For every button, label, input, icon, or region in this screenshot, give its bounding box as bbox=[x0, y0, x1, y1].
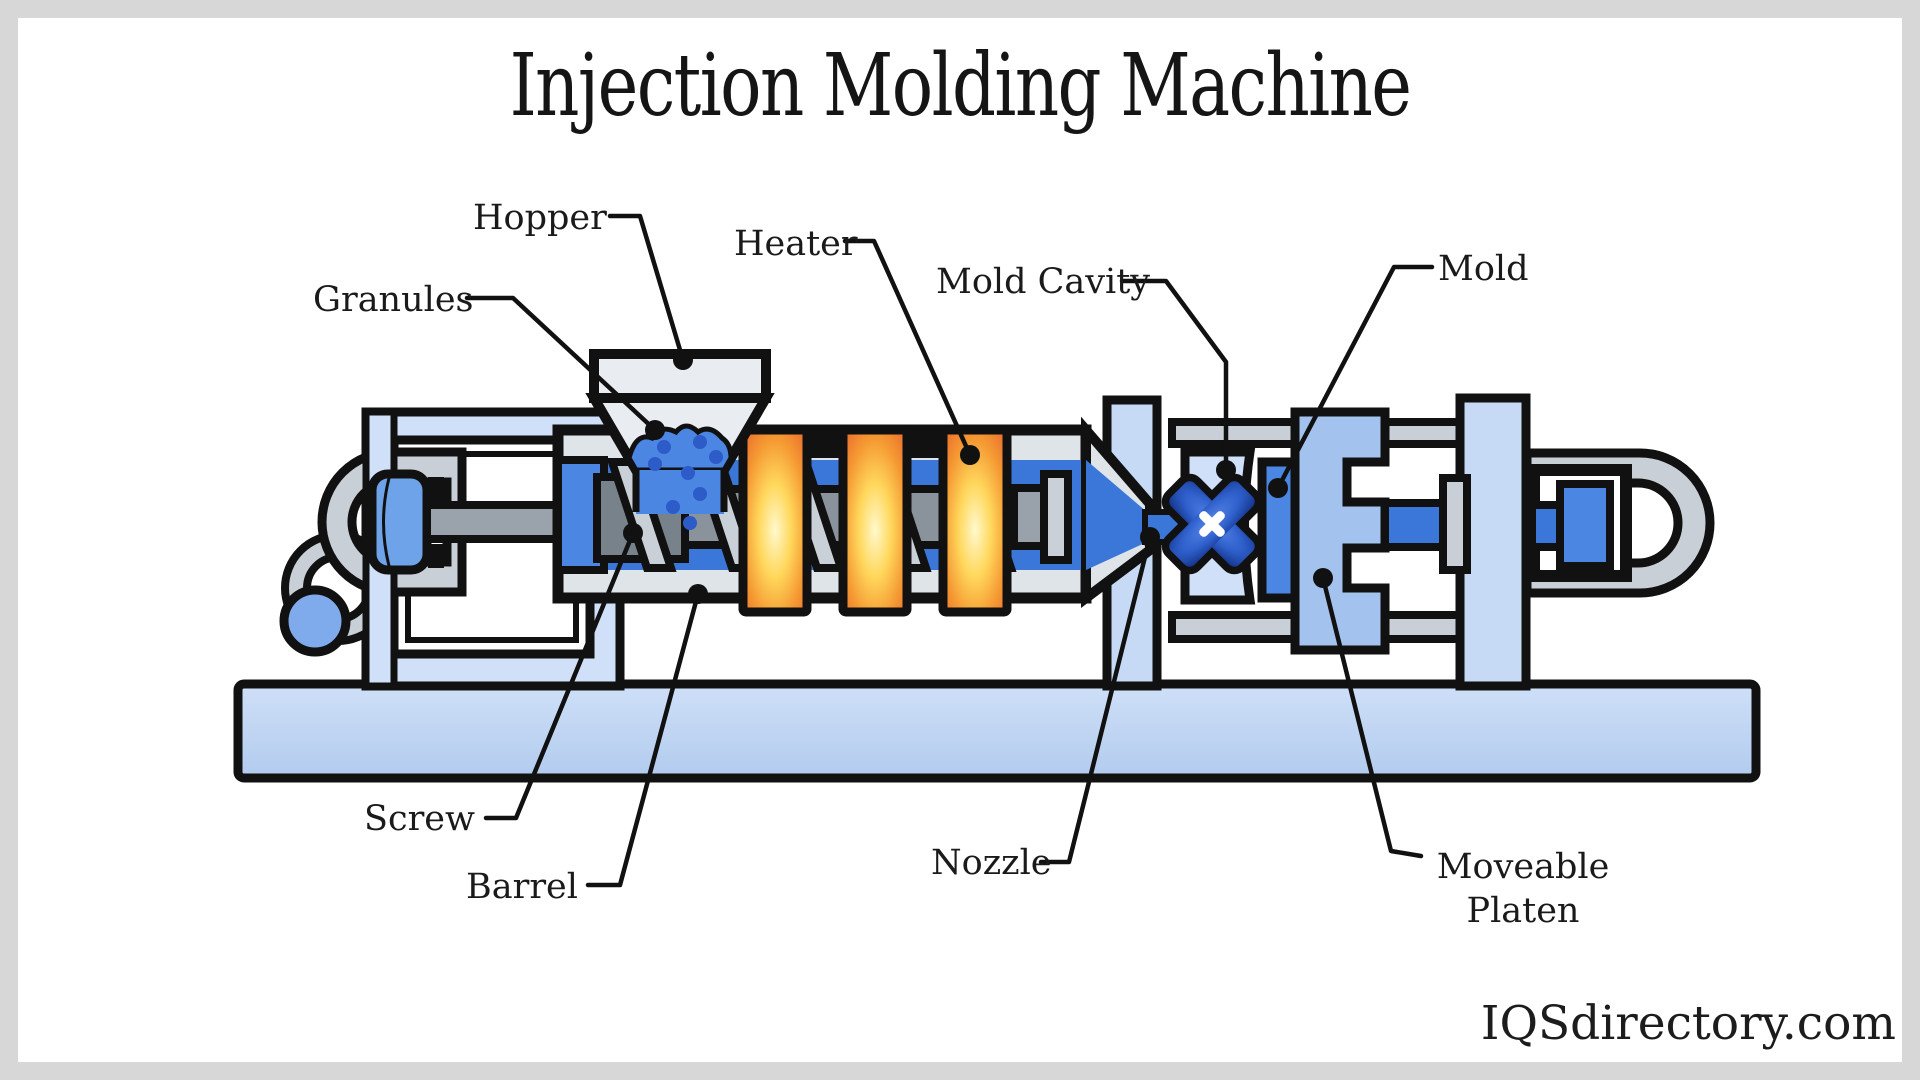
label-heater: Heater bbox=[734, 224, 858, 264]
page-title: Injection Molding Machine bbox=[509, 36, 1412, 136]
mold-cavity-x bbox=[1161, 473, 1263, 575]
label-screw: Screw bbox=[364, 799, 475, 839]
leader-heater bbox=[842, 238, 973, 458]
label-mold: Mold bbox=[1438, 249, 1529, 289]
leader-dots bbox=[623, 350, 1333, 604]
clamp-piston bbox=[1556, 480, 1614, 570]
leader-nozzle bbox=[1038, 534, 1153, 865]
leader-mold bbox=[1275, 264, 1435, 491]
clamp-ram bbox=[1381, 499, 1449, 551]
barrel-lug bbox=[907, 428, 943, 458]
machine-base bbox=[233, 679, 1761, 783]
leader-screw bbox=[483, 530, 636, 821]
piston-left bbox=[367, 469, 444, 575]
label-mold-cavity: Mold Cavity bbox=[936, 262, 1151, 302]
clamp-cylinder-right bbox=[1522, 448, 1715, 598]
label-granules: Granules bbox=[313, 280, 474, 320]
ram-spacer bbox=[1439, 474, 1471, 574]
leader-moveable-platen bbox=[1320, 575, 1424, 859]
moveable-platen-block bbox=[1290, 407, 1390, 655]
label-barrel: Barrel bbox=[466, 867, 578, 907]
label-moveable-platen: Moveable Platen bbox=[1436, 847, 1610, 931]
mold-moving-half bbox=[1257, 457, 1300, 603]
heater-band-1 bbox=[738, 425, 812, 617]
granule-dots bbox=[648, 435, 723, 530]
screw-tip-step bbox=[1010, 484, 1048, 550]
leader-mold-cavity bbox=[1119, 278, 1229, 473]
clamp-piston-rod bbox=[1528, 501, 1564, 551]
screw-tip-collar bbox=[1040, 470, 1072, 564]
nozzle-taper bbox=[1081, 416, 1198, 608]
leader-granules bbox=[464, 295, 658, 433]
watermark: IQSdirectory.com bbox=[1480, 996, 1896, 1051]
leader-hopper bbox=[607, 213, 686, 363]
heater-band-2 bbox=[838, 425, 912, 617]
label-hopper: Hopper bbox=[473, 198, 607, 238]
counterweight-ball bbox=[279, 585, 351, 657]
leader-barrel bbox=[585, 591, 701, 888]
heater-band-3 bbox=[938, 425, 1012, 617]
leader-lines bbox=[464, 213, 1435, 888]
barrel-lug bbox=[807, 428, 843, 458]
label-nozzle: Nozzle bbox=[931, 843, 1052, 883]
